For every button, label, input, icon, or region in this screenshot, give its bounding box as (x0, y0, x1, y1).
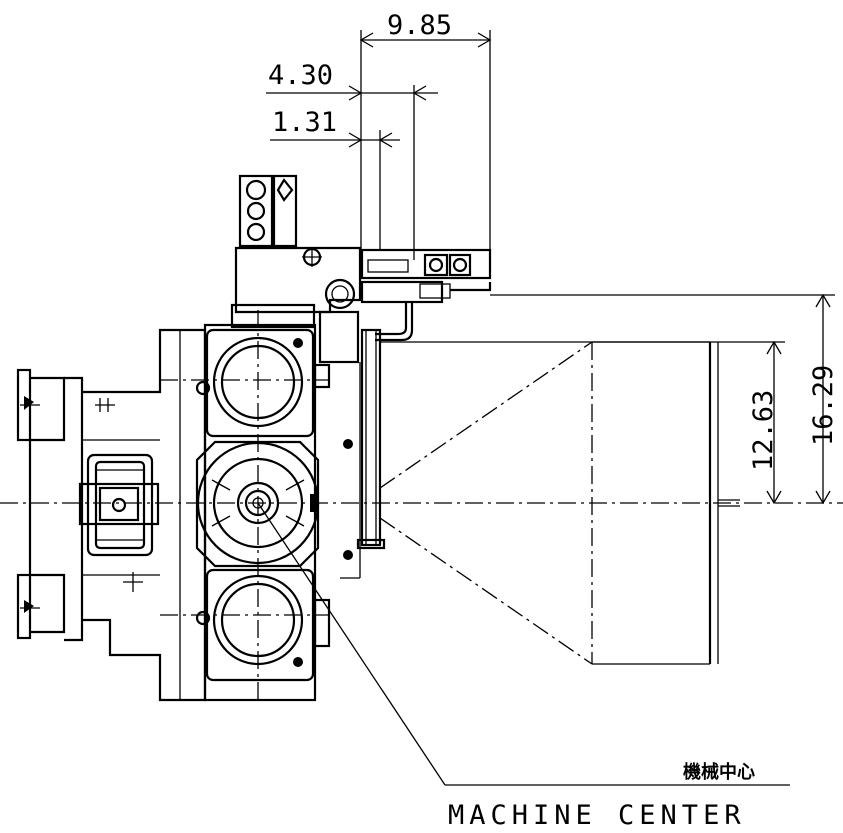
nozzle-assembly (318, 248, 492, 579)
dimension-4-30: 4.30 (266, 60, 438, 260)
left-flange (16, 368, 84, 642)
dimension-1-31-text: 1.31 (272, 107, 337, 138)
machine-center-leader: 機械中心 MACHINE CENTER (257, 502, 790, 831)
dimension-9-85-text: 9.85 (387, 10, 452, 41)
center-lines (0, 310, 843, 700)
dimension-16-29: 16.29 (490, 293, 839, 505)
spray-cone (379, 341, 740, 665)
upper-block (234, 174, 362, 314)
dimension-1-31: 1.31 (270, 107, 400, 250)
machine-center-en-label: MACHINE CENTER (448, 800, 746, 831)
dimension-4-30-text: 4.30 (268, 60, 333, 91)
dimension-12-63-text: 12.63 (748, 390, 779, 471)
dimension-16-29-text: 16.29 (808, 365, 839, 446)
main-body (78, 328, 207, 702)
turret-block (195, 303, 331, 702)
machine-center-jp-label: 機械中心 (683, 761, 755, 783)
dimension-9-85: 9.85 (359, 10, 492, 268)
dimension-12-63: 12.63 (380, 340, 785, 505)
